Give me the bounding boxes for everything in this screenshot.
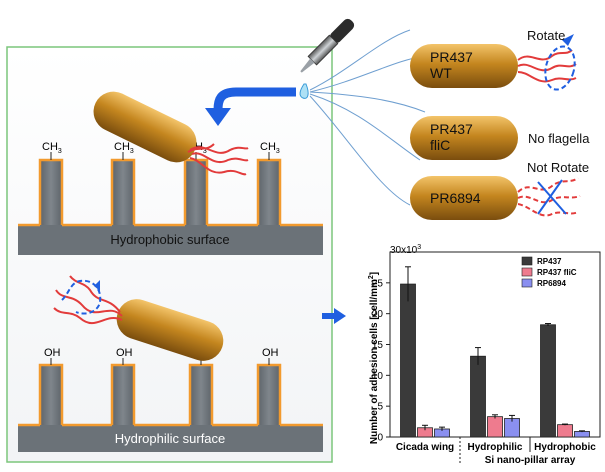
legend-swatch <box>521 278 533 288</box>
chart-arrow <box>322 308 346 324</box>
bar <box>540 324 556 438</box>
bar <box>400 283 416 438</box>
bar <box>574 431 590 438</box>
hydrophobic-surface: CH3 CH3 CH3 CH3 Hydrophobic surface <box>18 141 323 255</box>
bacterium-body <box>116 299 224 361</box>
ch3-label: CH3 <box>114 141 134 155</box>
strain-name: PR6894 <box>430 190 481 206</box>
hydrophilic-surface: OH OH OH OH Hydrophilic surface <box>18 347 323 452</box>
y-tick-label: 20 <box>372 309 384 320</box>
x-tick-label: Hydrophilic <box>467 442 522 453</box>
flagella-pr6894 <box>517 177 581 217</box>
strain-pr6894: PR6894 Not Rotate <box>410 160 589 220</box>
y-tick-label: 25 <box>372 278 384 289</box>
legend-label: RP437 fliC <box>537 268 577 277</box>
strain-variant: WT <box>430 65 452 81</box>
strain-connector-lines <box>309 29 426 206</box>
strain-flic: PR437 fliC No flagella <box>410 116 590 160</box>
strain-variant: fliC <box>430 137 450 153</box>
chart-x-labels: Cicada wing Hydrophilic Hydrophobic Si nano… <box>396 437 596 466</box>
bacterium-body <box>410 44 518 88</box>
strain-name: PR437 <box>430 49 473 65</box>
y-tick-label: 10 <box>372 371 384 382</box>
flagella-wt <box>517 49 577 83</box>
rotation-arrowhead <box>94 280 100 291</box>
chart-axes <box>389 251 601 438</box>
bacterium-body <box>410 176 518 220</box>
oh-label: OH <box>44 347 61 359</box>
svg-text:Number of adhesion cells [cell: Number of adhesion cells [cell/mm2] <box>368 272 380 444</box>
flagella-status: No flagella <box>528 131 590 146</box>
strain-wt: PR437 WT Rotate <box>410 28 577 91</box>
oh-label: OH <box>116 347 133 359</box>
y-axis-label: Number of adhesion cells [cell/mm2] <box>368 272 380 444</box>
hydrophilic-substrate <box>18 425 323 452</box>
bar <box>557 424 573 438</box>
adhesion-bar-chart: Number of adhesion cells [cell/mm2] 30x1… <box>368 244 601 466</box>
hydrophobic-surface-label: Hydrophobic surface <box>110 232 229 247</box>
oh-label: OH <box>262 347 279 359</box>
legend-swatch <box>521 256 533 266</box>
ch3-label: CH3 <box>260 141 280 155</box>
x-tick-label: Cicada wing <box>396 442 454 453</box>
rotation-indicator <box>544 45 576 91</box>
y-tick-label: 5 <box>377 402 383 413</box>
bacterium-hydrophobic <box>93 91 249 176</box>
flagella-hydrophobic <box>187 143 249 176</box>
flagella-hydrophilic <box>53 275 123 325</box>
flagella-status: Rotate <box>527 28 565 43</box>
hydrophilic-pillars <box>18 363 323 427</box>
strain-name: PR437 <box>430 121 473 137</box>
droplet <box>299 83 309 99</box>
y-tick-label: 0 <box>377 433 383 444</box>
bacterium-body <box>410 116 518 160</box>
plot-frame <box>389 251 601 438</box>
bar <box>470 355 486 438</box>
no-rotation-cross <box>537 179 567 215</box>
chart-ticks: 0 5 10 15 20 25 <box>372 278 390 444</box>
legend-label: RP6894 <box>537 279 566 288</box>
x-tick-label: Hydrophobic <box>534 442 596 453</box>
chart-bars <box>400 266 590 438</box>
bar <box>487 416 503 438</box>
rotation-arrowhead <box>562 34 574 46</box>
legend-swatch <box>521 267 533 277</box>
flagella-status: Not Rotate <box>527 160 589 175</box>
y-tick-label: 15 <box>372 340 384 351</box>
ch3-label: CH3 <box>42 141 62 155</box>
pipette <box>299 18 355 99</box>
deposit-arrowhead <box>205 108 231 126</box>
legend-label: RP437 <box>537 257 562 266</box>
x-group-label: Si nano-pillar array <box>485 455 576 466</box>
hydrophilic-surface-label: Hydrophilic surface <box>115 431 226 446</box>
y-axis-multiplier: 30x103 <box>390 244 421 256</box>
hydrophobic-substrate <box>18 225 323 255</box>
bacterium-body <box>93 91 197 163</box>
bacterium-hydrophilic <box>53 275 224 361</box>
